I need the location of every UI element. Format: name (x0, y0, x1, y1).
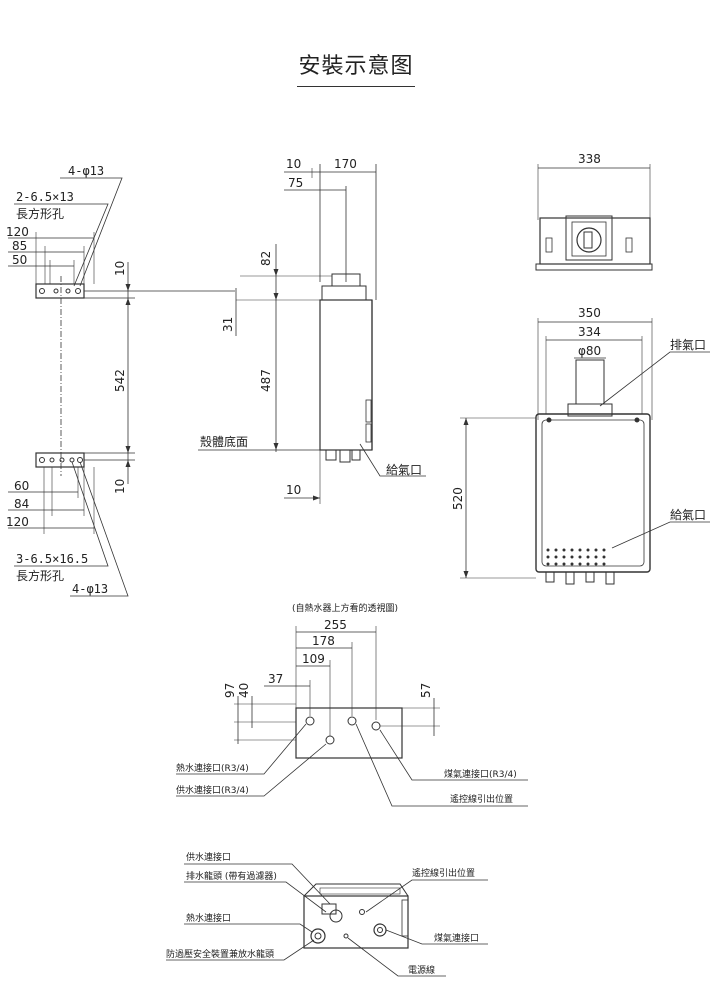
conn-safety-label: 防過壓安全裝置兼放水龍頭 (166, 948, 274, 960)
bottom-dim-37: 37 (268, 672, 283, 686)
hot-water-port-label: 熱水連接口(R3/4) (176, 762, 249, 774)
exhaust-label: 排氣口 (670, 338, 706, 352)
dim-top-3: 50 (12, 253, 27, 267)
bottom-dim-178: 178 (312, 634, 335, 648)
dim-bottom-2: 84 (14, 497, 29, 511)
top-bracket (35, 283, 85, 299)
top-hole (75, 288, 81, 294)
front-width-334: 334 (578, 325, 601, 339)
front-width-350: 350 (578, 306, 601, 320)
bottom-view-caption: (自熱水器上方看的透視圖) (292, 602, 398, 614)
remote-cable-label: 遙控線引出位置 (450, 793, 513, 805)
conn-remote-label: 遙控線引出位置 (412, 867, 475, 879)
top-hole (39, 288, 45, 294)
conn-hot-water-label: 熱水連接口 (186, 912, 231, 924)
side-view (198, 164, 426, 504)
top-hole-label: 4-φ13 (68, 164, 104, 178)
heater-body-front (535, 413, 651, 573)
side-dim-10: 10 (286, 157, 301, 171)
side-dim-31: 31 (221, 317, 235, 332)
bottom-slot-name: 長方形孔 (16, 568, 64, 583)
side-dim-487: 487 (259, 369, 273, 392)
flue-dia-label: φ80 (578, 344, 601, 358)
heater-body-side (319, 299, 373, 451)
connections-view (166, 863, 488, 977)
side-dim-bottom: 10 (286, 483, 301, 497)
bottom-slot (49, 457, 55, 463)
bottom-dim-97: 97 (223, 683, 237, 698)
conn-drain-label: 排水龍頭 (帶有過濾器) (186, 870, 277, 882)
bottom-dim-255: 255 (324, 618, 347, 632)
bottom-hole (39, 457, 45, 463)
side-dim-75: 75 (288, 176, 303, 190)
gas-port-label: 煤氣連接口(R3/4) (444, 768, 517, 780)
top-slot-label: 2-6.5×13 (16, 190, 74, 204)
front-height-label: 520 (451, 487, 465, 510)
bottom-slot (69, 457, 75, 463)
side-dim-170: 170 (334, 157, 357, 171)
mounting-plate-view (8, 177, 235, 597)
bottom-dim-57: 57 (419, 683, 433, 698)
cold-water-port-label: 供水連接口(R3/4) (176, 784, 249, 796)
dim-right-3: 10 (113, 479, 127, 494)
dim-bottom-3: 120 (6, 515, 29, 529)
top-slot (65, 288, 71, 294)
case-bottom-label: 殼體底面 (200, 434, 248, 449)
bottom-dim-40: 40 (237, 683, 251, 698)
dim-right-2: 542 (113, 369, 127, 392)
dim-top-1: 120 (6, 225, 29, 239)
dim-right-1: 10 (113, 261, 127, 276)
top-slot-name: 長方形孔 (16, 206, 64, 221)
bottom-view (176, 626, 528, 807)
bottom-hole-label: 4-φ13 (72, 582, 108, 596)
vent-holes (546, 548, 606, 566)
page-title: 安裝示意图 (297, 48, 415, 87)
top-view (535, 164, 653, 271)
top-slot (53, 288, 59, 294)
front-air-inlet-label: 給氣口 (670, 508, 706, 522)
heater-bottom-outline (295, 707, 403, 759)
top-width-label: 338 (578, 152, 601, 166)
bottom-slot-label: 3-6.5×16.5 (16, 552, 88, 566)
conn-water-in-label: 供水連接口 (186, 851, 231, 863)
dim-top-2: 85 (12, 239, 27, 253)
heater-bottom-detail (303, 895, 409, 949)
dim-bottom-1: 60 (14, 479, 29, 493)
front-view (460, 318, 710, 585)
conn-power-label: 電源線 (408, 964, 435, 976)
side-dim-82: 82 (259, 251, 273, 266)
side-air-inlet-label: 給氣口 (386, 463, 422, 477)
bottom-dim-109: 109 (302, 652, 325, 666)
conn-gas-label: 煤氣連接口 (434, 932, 479, 944)
bottom-slot (59, 457, 65, 463)
bottom-hole (77, 457, 83, 463)
